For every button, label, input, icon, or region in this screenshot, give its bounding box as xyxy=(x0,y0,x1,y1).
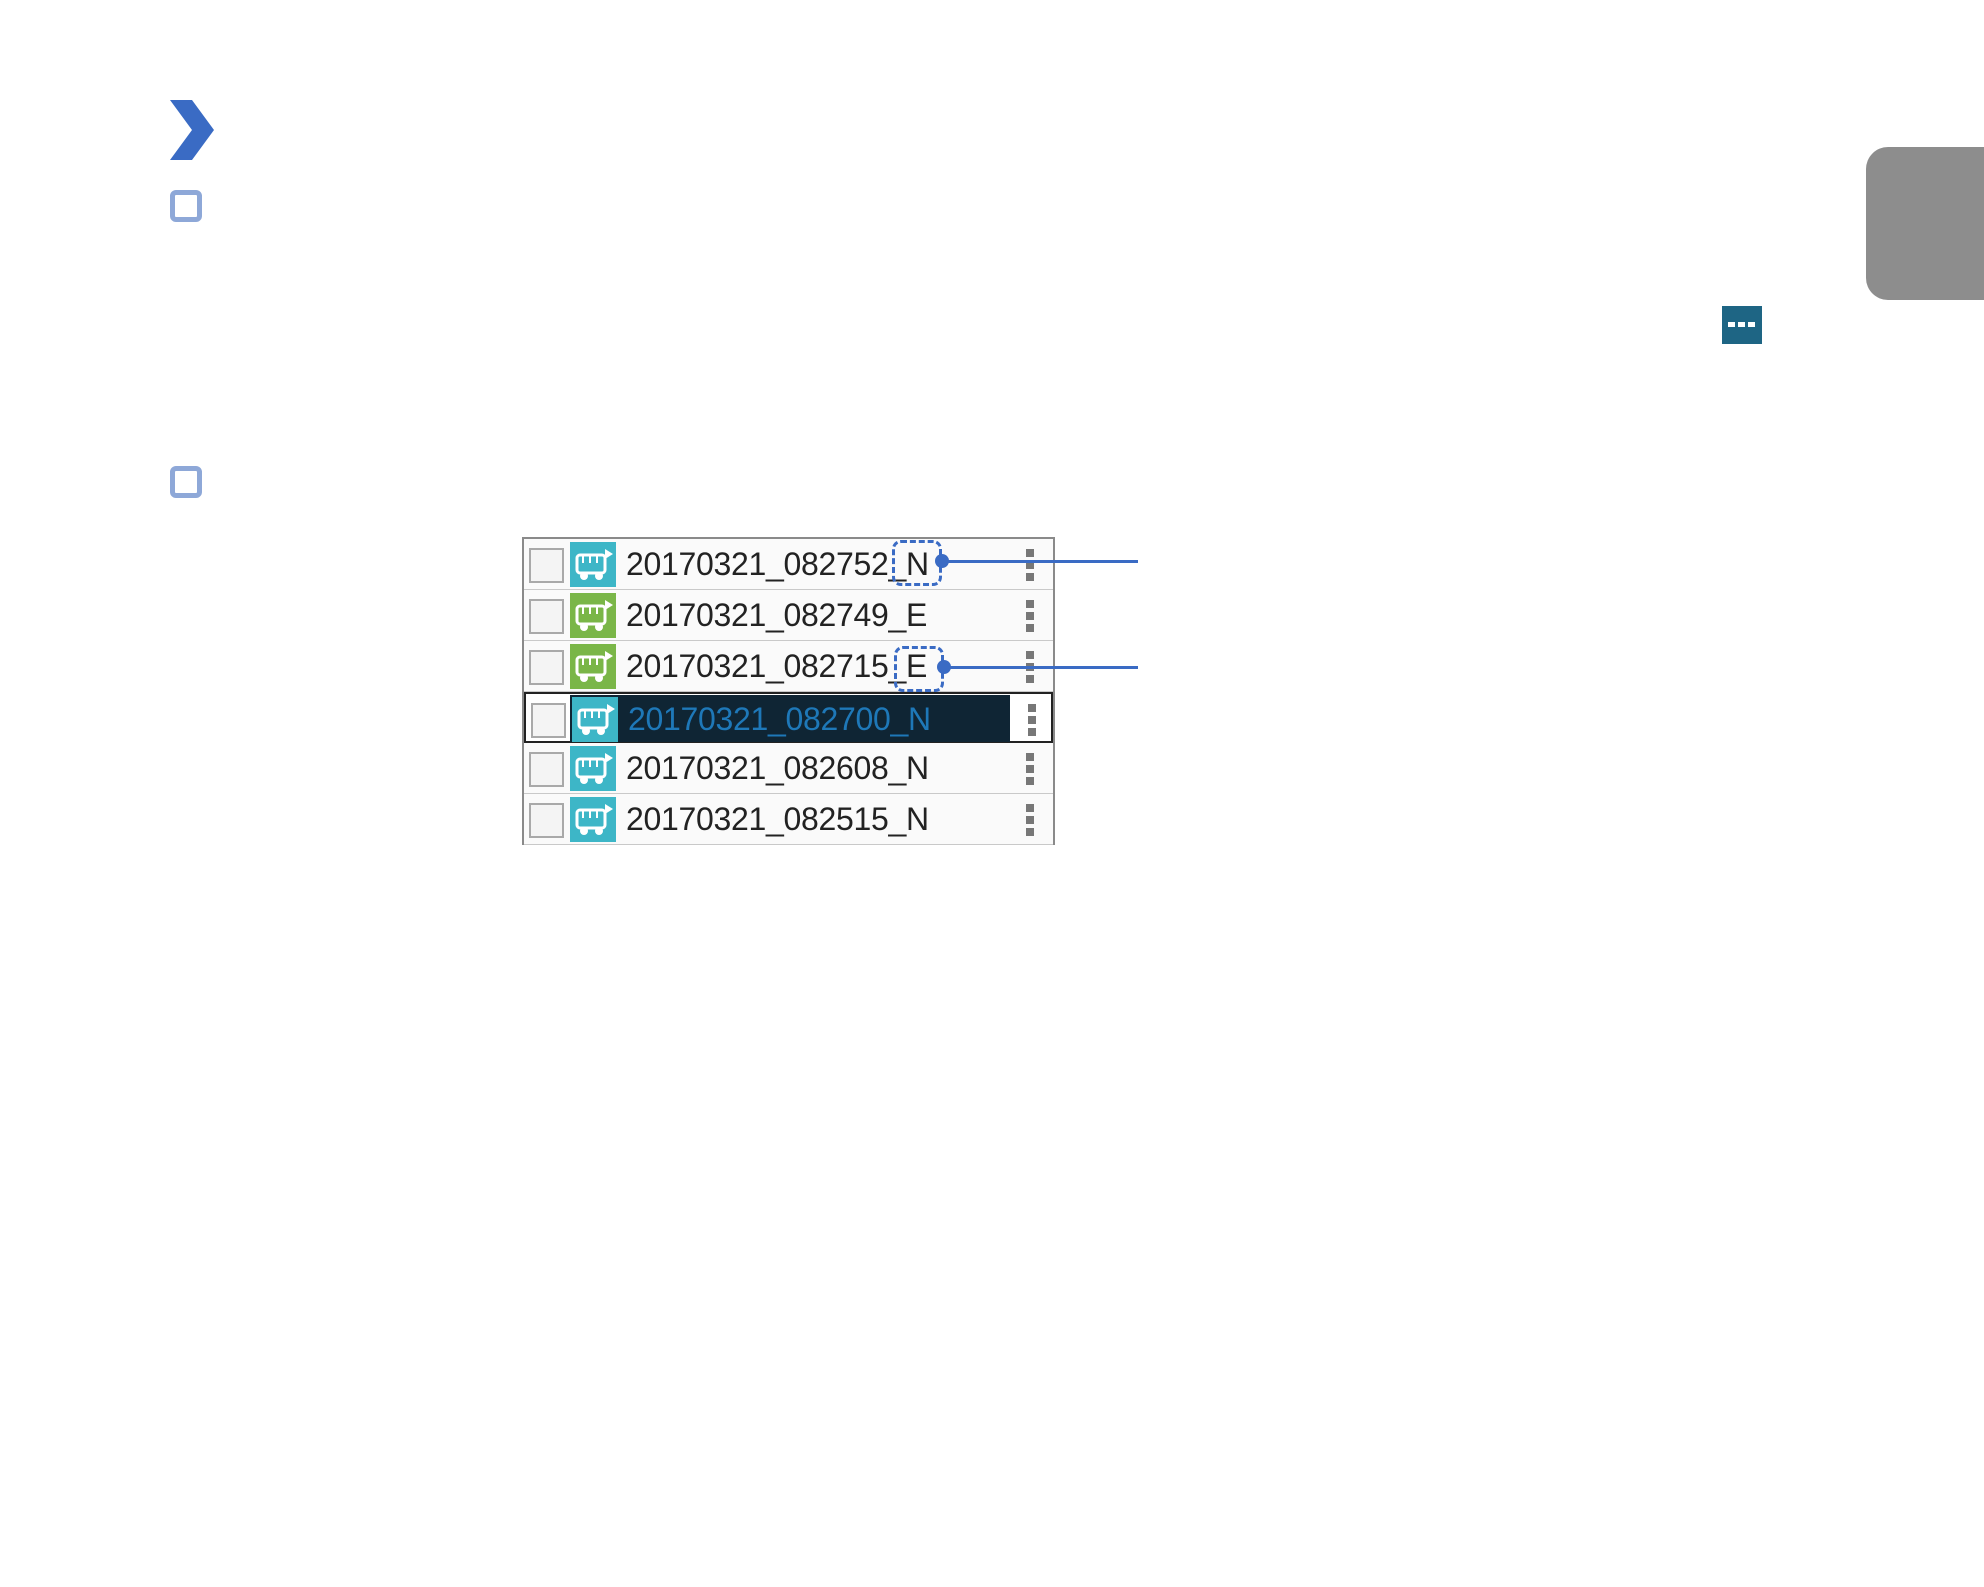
kebab-menu-icon[interactable] xyxy=(1028,704,1038,738)
recording-file-list: 20170321_082752_N 20170321_082749_E 2017… xyxy=(522,537,1055,845)
kebab-menu-icon[interactable] xyxy=(1026,804,1036,838)
row-checkbox[interactable] xyxy=(529,599,564,634)
normal-recording-icon xyxy=(572,697,618,742)
step-bullet-1 xyxy=(170,190,202,222)
event-recording-icon xyxy=(570,593,616,638)
list-item-selected[interactable]: 20170321_082700_N xyxy=(524,692,1053,743)
callout-leader-line xyxy=(942,560,1138,563)
row-checkbox[interactable] xyxy=(529,752,564,787)
file-name: 20170321_082749_E xyxy=(626,597,927,633)
callout-leader-line xyxy=(944,666,1138,669)
file-name: 20170321_082608_N xyxy=(626,750,929,786)
list-item[interactable]: 20170321_082515_N xyxy=(524,794,1053,845)
kebab-menu-icon[interactable] xyxy=(1026,753,1036,787)
row-checkbox[interactable] xyxy=(529,548,564,583)
row-checkbox[interactable] xyxy=(529,650,564,685)
selection-highlight xyxy=(570,695,1010,742)
list-item[interactable]: 20170321_082752_N xyxy=(524,539,1053,590)
row-checkbox[interactable] xyxy=(531,703,566,738)
kebab-menu-icon[interactable] xyxy=(1026,600,1036,634)
normal-recording-icon xyxy=(570,797,616,842)
file-name: 20170321_082515_N xyxy=(626,801,929,837)
row-checkbox[interactable] xyxy=(529,803,564,838)
chapter-side-tab xyxy=(1866,147,1984,300)
file-name: 20170321_082752_N xyxy=(626,546,929,582)
kebab-menu-icon[interactable] xyxy=(1026,549,1036,583)
list-item[interactable]: 20170321_082715_E xyxy=(524,641,1053,692)
step-bullet-2 xyxy=(170,466,202,498)
normal-recording-icon xyxy=(570,746,616,791)
chevron-right-icon xyxy=(170,100,214,160)
file-name: 20170321_082715_E xyxy=(626,648,927,684)
normal-recording-icon xyxy=(570,542,616,587)
list-item[interactable]: 20170321_082749_E xyxy=(524,590,1053,641)
list-item[interactable]: 20170321_082608_N xyxy=(524,743,1053,794)
more-options-icon xyxy=(1722,306,1762,344)
event-recording-icon xyxy=(570,644,616,689)
file-name: 20170321_082700_N xyxy=(628,701,931,737)
